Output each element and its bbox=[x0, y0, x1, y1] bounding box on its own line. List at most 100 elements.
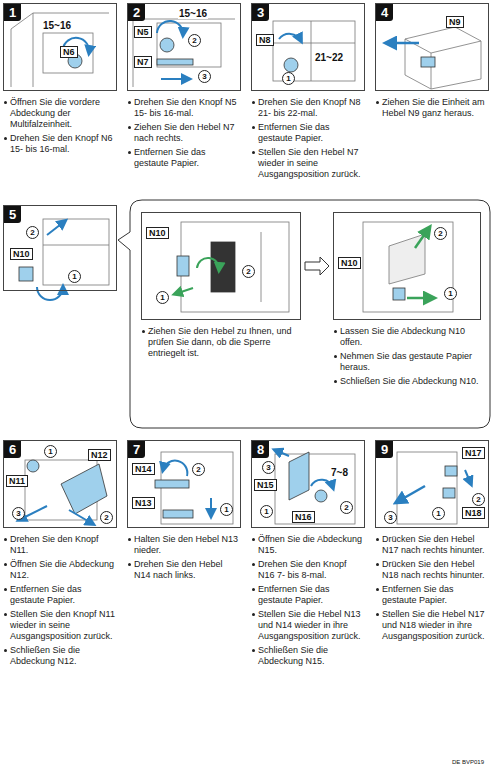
callout-number: 1 bbox=[444, 287, 457, 300]
bullet-dot bbox=[252, 101, 255, 104]
instruction-text: Stellen Sie die Hebel N13 und N14 wieder… bbox=[258, 609, 361, 641]
illustration-frame: 2N515~162N73 bbox=[127, 3, 241, 91]
instruction-row: Entfernen Sie das gestaute Papier. bbox=[251, 122, 365, 144]
machine-drawing bbox=[387, 27, 481, 89]
part-label: N10 bbox=[146, 227, 169, 239]
instruction-text: Drehen Sie den Knopf N5 15- bis 16-mal. bbox=[134, 97, 237, 118]
instruction-row: Drehen Sie den Knopf N16 7- bis 8-mal. bbox=[251, 559, 365, 581]
instruction-text: Ziehen Sie den Hebel N7 nach rechts. bbox=[134, 122, 235, 143]
bullet-dot bbox=[376, 613, 379, 616]
part-label: N5 bbox=[134, 26, 152, 38]
illustration-frame: 1 15~16N6 bbox=[3, 3, 117, 91]
instruction-row: Öffnen Sie die Abdeckung N15. bbox=[251, 534, 365, 556]
callout-number: 2 bbox=[434, 227, 447, 240]
step-number: 9 bbox=[376, 441, 393, 458]
instruction-text: Schließen Sie die Abdeckung N15. bbox=[258, 645, 328, 666]
callout-balloon bbox=[118, 200, 490, 428]
instruction-list: Öffnen Sie die vordere Abdeckung der Mul… bbox=[3, 97, 117, 158]
illustration-frame: 2N101 bbox=[333, 212, 481, 320]
instruction-list: Drehen Sie den Knopf N5 15- bis 16-mal. Z… bbox=[127, 97, 241, 172]
illustration-frame: 3N8 1 21~22 bbox=[251, 3, 365, 91]
step-panel: 2N515~162N73Drehen Sie den Knopf N5 15- … bbox=[127, 3, 241, 172]
instruction-text: Drehen Sie den Knopf N8 21- bis 22-mal. bbox=[258, 97, 361, 118]
machine-drawing bbox=[175, 222, 289, 312]
instruction-row: Ziehen Sie den Hebel N7 nach rechts. bbox=[127, 122, 241, 144]
instruction-text: Ziehen Sie die Einheit am Hebel N9 ganz … bbox=[382, 97, 485, 118]
instruction-text: Drehen Sie den Knopf N16 7- bis 8-mal. bbox=[258, 559, 347, 580]
instruction-list: Ziehen Sie die Einheit am Hebel N9 ganz … bbox=[375, 97, 489, 122]
bullet-dot bbox=[334, 380, 337, 383]
machine-drawing bbox=[363, 222, 453, 312]
turn-count: 7~8 bbox=[330, 467, 349, 478]
instruction-list: Drehen Sie den Knopf N11.Öffnen Sie die … bbox=[3, 534, 117, 670]
bullet-dot bbox=[252, 613, 255, 616]
bullet-dot bbox=[4, 538, 7, 541]
step-panel: 1 15~16N6Öffnen Sie die vordere Abdeckung… bbox=[3, 3, 117, 158]
instruction-row: Stellen Sie den Knopf N11 wieder in sein… bbox=[3, 609, 117, 642]
instruction-row: Schließen Sie die Abdeckung N10. bbox=[333, 376, 481, 387]
illustration-frame: N1012 bbox=[141, 212, 301, 320]
bullet-dot bbox=[252, 649, 255, 652]
part-label: N7 bbox=[134, 56, 152, 68]
step-panel: 3N8 1 21~22Drehen Sie den Knopf N8 21- bis… bbox=[251, 3, 365, 183]
callout-number: 2 bbox=[192, 463, 205, 476]
bullet-dot bbox=[128, 101, 131, 104]
machine-drawing bbox=[397, 452, 471, 524]
instruction-row: Drehen Sie den Knopf N8 21- bis 22-mal. bbox=[251, 97, 365, 119]
part-label: N6 bbox=[60, 46, 78, 58]
callout-number: 3 bbox=[384, 511, 397, 524]
step-number: 7 bbox=[128, 441, 145, 458]
illustration-frame: 83N157~81N162 bbox=[251, 440, 365, 528]
machine-drawing bbox=[155, 452, 233, 524]
part-label: N9 bbox=[446, 16, 464, 28]
instruction-text: Stellen Sie die Hebel N17 und N18 wieder… bbox=[382, 609, 485, 641]
bullet-dot bbox=[4, 613, 7, 616]
bullet-dot bbox=[4, 649, 7, 652]
instruction-row: Stellen Sie den Hebel N7 wieder in seine… bbox=[251, 147, 365, 180]
illustration-frame: 61N11N1223 bbox=[3, 440, 117, 528]
instruction-row: Drehen Sie den Knopf N5 15- bis 16-mal. bbox=[127, 97, 241, 119]
bullet-dot bbox=[4, 137, 7, 140]
instruction-text: Entfernen Sie das gestaute Papier. bbox=[258, 584, 330, 605]
instruction-list: Ziehen Sie den Hebel zu Ihnen, und prüfe… bbox=[141, 326, 301, 362]
illustration-frame: 4N9 bbox=[375, 3, 489, 91]
callout-number: 1 bbox=[44, 445, 57, 458]
instruction-text: Stellen Sie den Hebel N7 wieder in seine… bbox=[258, 147, 361, 179]
bullet-dot bbox=[376, 101, 379, 104]
step-panel: 4N9Ziehen Sie die Einheit am Hebel N9 ga… bbox=[375, 3, 489, 122]
step-panel: 52N101 bbox=[3, 205, 117, 297]
callout-number: 1 bbox=[282, 72, 295, 85]
step-number: 3 bbox=[252, 4, 269, 21]
part-label: N12 bbox=[88, 449, 111, 461]
instruction-text: Entfernen Sie das gestaute Papier. bbox=[382, 584, 454, 605]
part-label: N18 bbox=[462, 507, 485, 519]
bullet-dot bbox=[252, 538, 255, 541]
callout-number: 2 bbox=[26, 226, 39, 239]
step-number: 8 bbox=[252, 441, 269, 458]
instruction-row: Stellen Sie die Hebel N17 und N18 wieder… bbox=[375, 609, 489, 642]
bullet-dot bbox=[334, 330, 337, 333]
bullet-dot bbox=[128, 151, 131, 154]
step-number: 4 bbox=[376, 4, 393, 21]
instruction-text: Öffnen Sie die vordere Abdeckung der Mul… bbox=[10, 97, 100, 129]
instruction-text: Drehen Sie den Knopf N11. bbox=[10, 534, 99, 555]
instruction-row: Drücken Sie den Hebel N18 nach rechts hi… bbox=[375, 559, 489, 581]
part-label: N11 bbox=[6, 475, 28, 487]
callout-number: 1 bbox=[432, 507, 445, 520]
instruction-text: Schließen Sie die Abdeckung N10. bbox=[340, 376, 479, 386]
step-number: 2 bbox=[128, 4, 145, 21]
part-label: N15 bbox=[254, 479, 277, 491]
detail-panel: N1012Ziehen Sie den Hebel zu Ihnen, und … bbox=[141, 212, 301, 362]
instruction-text: Stellen Sie den Knopf N11 wieder in sein… bbox=[10, 609, 115, 641]
instruction-row: Drehen Sie den Knopf N6 15- bis 16-mal. bbox=[3, 133, 117, 155]
turn-count: 15~16 bbox=[42, 20, 72, 31]
turn-count: 21~22 bbox=[314, 52, 344, 63]
step-number: 1 bbox=[4, 4, 21, 21]
callout-number: 2 bbox=[472, 493, 485, 506]
instruction-text: Lassen Sie die Abdeckung N10 offen. bbox=[340, 326, 465, 347]
bullet-dot bbox=[4, 563, 7, 566]
callout-number: 3 bbox=[262, 461, 275, 474]
bullet-dot bbox=[4, 588, 7, 591]
bullet-dot bbox=[252, 126, 255, 129]
part-label: N8 bbox=[256, 34, 274, 46]
